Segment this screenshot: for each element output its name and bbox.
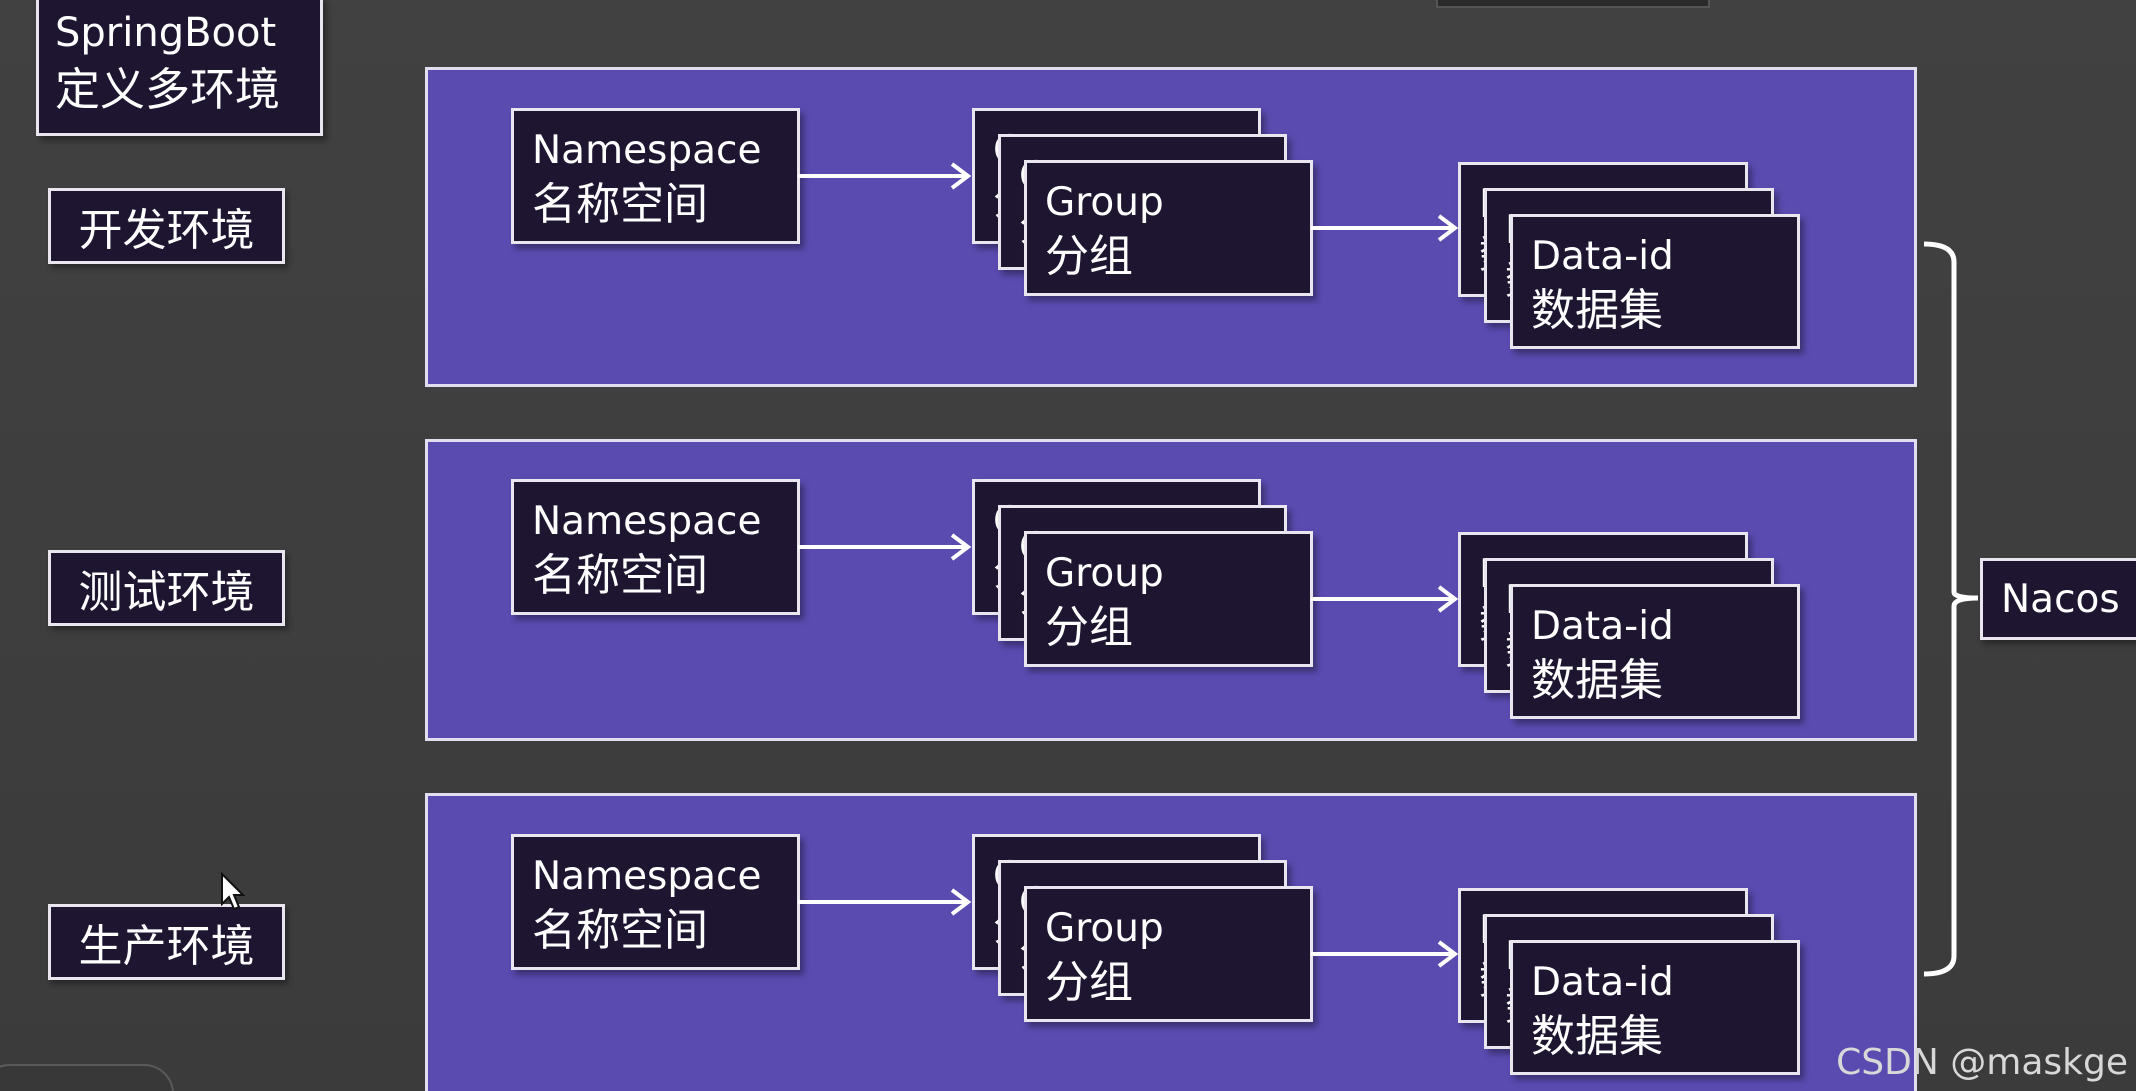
title-line1: SpringBoot bbox=[55, 10, 277, 56]
namespace-box: Namespace 名称空间 bbox=[511, 479, 800, 615]
env-label-prod-text: 生产环境 bbox=[78, 921, 255, 972]
namespace-line1: Namespace bbox=[532, 854, 762, 899]
arrow-group-to-dataid bbox=[1311, 938, 1461, 970]
nacos-box: Nacos bbox=[1980, 558, 2136, 640]
player-control-fragment bbox=[0, 1064, 174, 1091]
nacos-label: Nacos bbox=[2001, 576, 2120, 622]
mouse-cursor-icon bbox=[220, 871, 246, 916]
namespace-line2: 名称空间 bbox=[532, 179, 708, 231]
window-tab-fragment bbox=[1436, 0, 1710, 8]
dataid-line2: 数据集 bbox=[1531, 1011, 1663, 1063]
group-box: Group 分组 bbox=[1024, 531, 1313, 667]
namespace-line1: Namespace bbox=[532, 128, 762, 173]
env-label-dev-text: 开发环境 bbox=[78, 205, 255, 256]
dataid-line2: 数据集 bbox=[1531, 655, 1663, 707]
env-label-dev: 开发环境 bbox=[48, 188, 285, 264]
env-label-prod: 生产环境 bbox=[48, 904, 285, 980]
dataid-line1: Data-id bbox=[1531, 960, 1674, 1005]
dataid-line1: Data-id bbox=[1531, 234, 1674, 279]
watermark-text: CSDN @maskge bbox=[1836, 1042, 2128, 1083]
namespace-line1: Namespace bbox=[532, 499, 762, 544]
arrow-namespace-to-group bbox=[798, 531, 974, 563]
dataid-line2: 数据集 bbox=[1531, 285, 1663, 337]
arrow-group-to-dataid bbox=[1311, 212, 1461, 244]
env-label-test: 测试环境 bbox=[48, 550, 285, 626]
dataid-box: Data-id 数据集 bbox=[1510, 584, 1800, 719]
group-line2: 分组 bbox=[1045, 602, 1133, 654]
group-line2: 分组 bbox=[1045, 231, 1133, 283]
namespace-box: Namespace 名称空间 bbox=[511, 834, 800, 970]
group-line1: Group bbox=[1045, 180, 1164, 225]
group-line1: Group bbox=[1045, 551, 1164, 596]
arrow-namespace-to-group bbox=[798, 160, 974, 192]
title-line2: 定义多环境 bbox=[55, 62, 281, 116]
namespace-line2: 名称空间 bbox=[532, 905, 708, 957]
title-box: SpringBoot 定义多环境 bbox=[36, 0, 323, 136]
arrow-namespace-to-group bbox=[798, 886, 974, 918]
dataid-line1: Data-id bbox=[1531, 604, 1674, 649]
dataid-box: Data-id 数据集 bbox=[1510, 940, 1800, 1075]
nacos-bracket bbox=[1920, 240, 1982, 984]
group-box: Group 分组 bbox=[1024, 160, 1313, 296]
arrow-group-to-dataid bbox=[1311, 583, 1461, 615]
namespace-line2: 名称空间 bbox=[532, 550, 708, 602]
group-line2: 分组 bbox=[1045, 957, 1133, 1009]
env-label-test-text: 测试环境 bbox=[78, 567, 255, 618]
group-line1: Group bbox=[1045, 906, 1164, 951]
dataid-box: Data-id 数据集 bbox=[1510, 214, 1800, 349]
namespace-box: Namespace 名称空间 bbox=[511, 108, 800, 244]
group-box: Group 分组 bbox=[1024, 886, 1313, 1022]
